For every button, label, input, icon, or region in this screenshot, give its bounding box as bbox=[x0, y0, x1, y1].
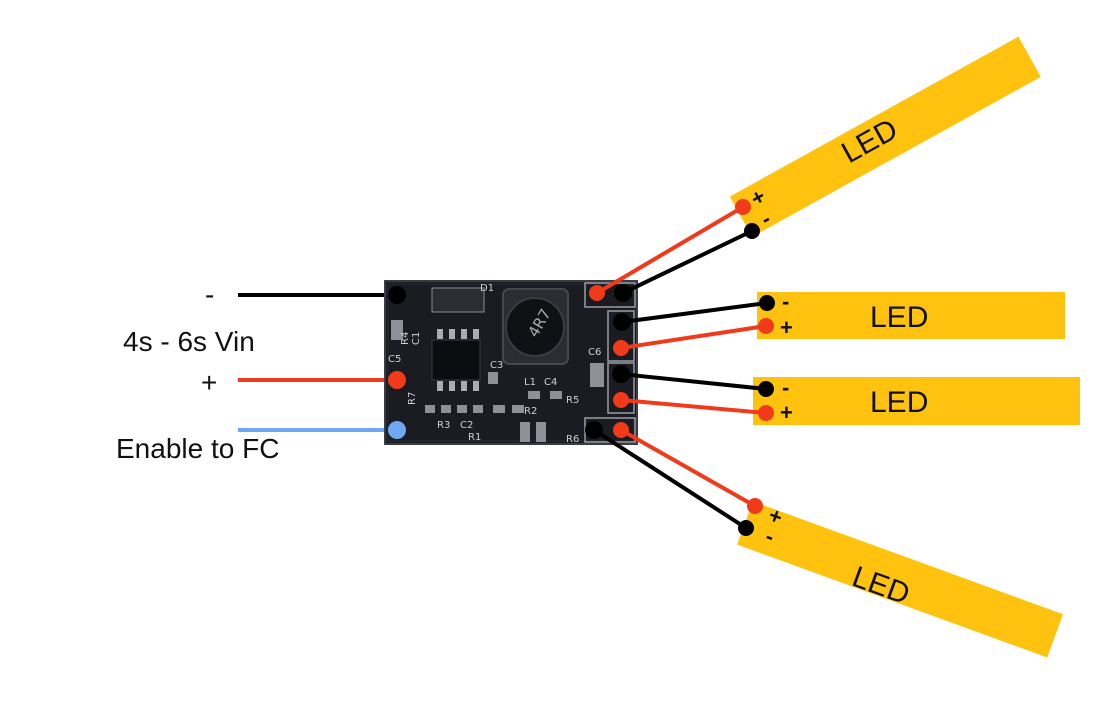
silk-c4: C4 bbox=[544, 377, 557, 388]
led-strip-2-label: LED bbox=[870, 301, 928, 334]
led-strip-3: LED bbox=[753, 377, 1080, 425]
silk-c6: C6 bbox=[588, 347, 601, 358]
pcb-board: 4R7 D1 C1 R4 C5 R7 C3 L1 C4 R5 R2 R3 C2 bbox=[384, 280, 638, 445]
vin-minus-label: - bbox=[205, 279, 214, 310]
led-3-negative-wire bbox=[620, 372, 767, 391]
diode bbox=[431, 287, 485, 313]
led-1-positive-wire bbox=[595, 205, 745, 295]
silk-r3: R3 bbox=[437, 420, 450, 431]
silk-r5: R5 bbox=[566, 395, 579, 406]
silk-c2: C2 bbox=[460, 420, 473, 431]
led-strip-4-body bbox=[737, 501, 1063, 658]
ic-pins bbox=[437, 329, 479, 391]
silk-r7: R7 bbox=[407, 392, 418, 405]
silk-r1: R1 bbox=[468, 432, 481, 443]
silk-l1: L1 bbox=[524, 377, 536, 388]
led-strip-2-body bbox=[757, 292, 1065, 339]
led-2-positive-wire bbox=[620, 324, 767, 350]
vin-positive-pad bbox=[388, 371, 406, 389]
led-3-positive-wire bbox=[620, 398, 767, 415]
led-strip-3-label: LED bbox=[870, 386, 928, 419]
silk-d1: D1 bbox=[480, 283, 494, 294]
led-4-positive-wire bbox=[620, 428, 756, 508]
led-1-negative-wire bbox=[622, 229, 753, 295]
silk-r6: R6 bbox=[566, 434, 579, 445]
led-strip-1: LED bbox=[729, 36, 1041, 237]
silk-r2: R2 bbox=[524, 406, 537, 417]
led-strip-1-body bbox=[729, 36, 1041, 237]
vin-negative-pad bbox=[388, 286, 406, 304]
enable-pad bbox=[388, 421, 406, 439]
silk-c3: C3 bbox=[490, 360, 503, 371]
vin-title-label: 4s - 6s Vin bbox=[123, 326, 255, 357]
enable-label: Enable to FC bbox=[116, 433, 279, 464]
silk-c1: C1 bbox=[411, 332, 422, 345]
led-2-negative-wire bbox=[621, 301, 768, 324]
led-3-plus-mark: + bbox=[780, 400, 793, 425]
led-strip-2: LED bbox=[757, 292, 1065, 339]
vin-plus-label: + bbox=[201, 367, 217, 398]
led-solder-points bbox=[735, 199, 775, 536]
silk-c5: C5 bbox=[388, 354, 401, 365]
ic-chip bbox=[431, 339, 481, 381]
led-2-minus-mark: - bbox=[782, 289, 789, 314]
led-strip-4: LED bbox=[737, 501, 1063, 658]
output-wires bbox=[592, 205, 768, 530]
pcb-solder-points bbox=[388, 284, 632, 439]
led-4-negative-wire bbox=[592, 428, 748, 530]
led-3-minus-mark: - bbox=[782, 375, 789, 400]
silk-r4: R4 bbox=[400, 332, 411, 345]
led-strip-3-body bbox=[753, 377, 1080, 425]
led-2-plus-mark: + bbox=[780, 315, 793, 340]
smd-parts bbox=[391, 320, 604, 442]
